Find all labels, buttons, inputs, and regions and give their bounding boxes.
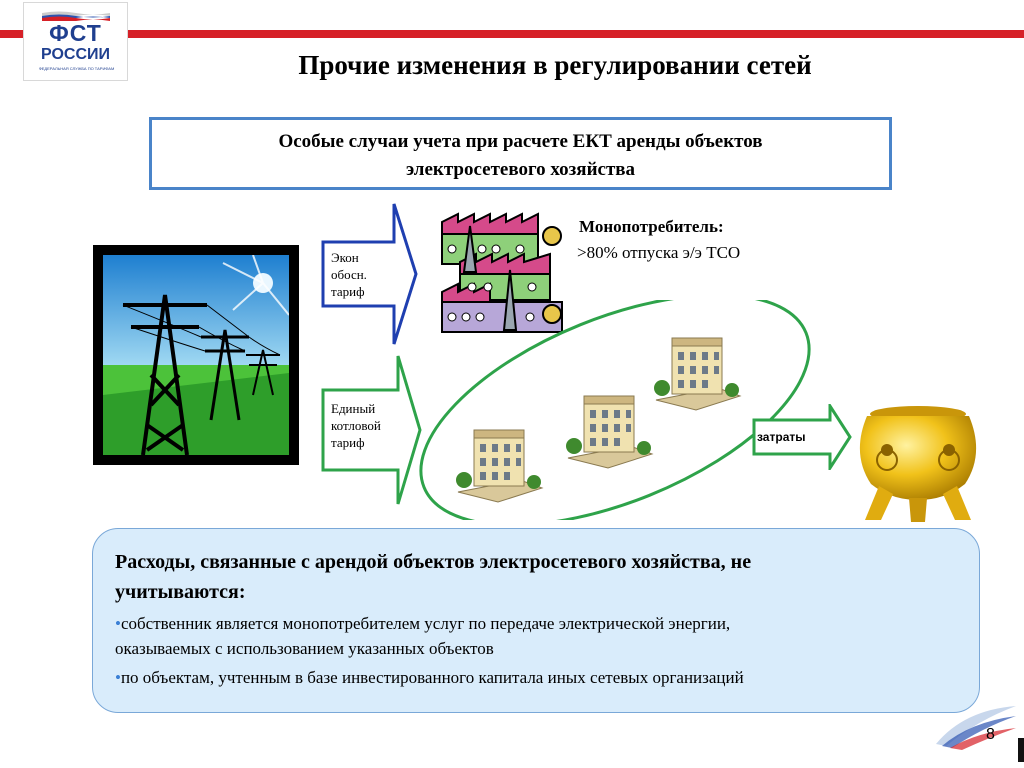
header-line-2: электросетевого хозяйства (405, 159, 636, 180)
bullet-marker: • (115, 614, 121, 633)
bottom-title: Расходы, связанные с арендой объектов эл… (115, 551, 752, 603)
logo-fst-text: ФСТ (49, 20, 102, 46)
cost-arrow-label: затраты (757, 430, 806, 444)
logo-subtitle: ФЕДЕРАЛЬНАЯ СЛУЖБА ПО ТАРИФАМ (38, 66, 115, 71)
top-red-bar (0, 30, 1024, 38)
slide-title: Прочие изменения в регулировании сетей (298, 50, 812, 80)
page-number: 8 (986, 726, 995, 743)
upper-arrow-label: Экон обосн. тариф (331, 250, 367, 299)
mono-consumer-subtitle: >80% отпуска э/э ТСО (577, 243, 741, 262)
lower-arrow-label: Единый котловой тариф (331, 401, 381, 450)
flag-icon (42, 11, 110, 21)
bullet-item-2: •по объектам, учтенным в базе инвестиров… (115, 668, 744, 687)
golden-pot-icon (859, 406, 977, 522)
apartment-building-icon (560, 388, 658, 470)
upper-arrow (321, 203, 418, 345)
cost-arrow (752, 404, 852, 470)
bullet-marker: • (115, 668, 121, 687)
factory-icon (440, 212, 564, 334)
power-lines-icon (103, 255, 289, 455)
apartment-building-icon (648, 330, 746, 412)
swoosh-icon (936, 706, 1016, 750)
green-ellipse (419, 300, 811, 520)
corner-mark (1018, 738, 1024, 762)
mono-consumer-title: Монопотребитель: (579, 217, 724, 236)
apartment-building-icon (450, 422, 548, 504)
logo-russia-text: РОССИИ (40, 46, 110, 63)
header-box: Особые случаи учета при расчете ЕКТ арен… (149, 117, 892, 190)
bullet-item-1: •собственник является монопотребителем у… (115, 614, 731, 658)
lower-arrow (321, 355, 422, 505)
power-lines-picture (93, 245, 299, 465)
header-line-1: Особые случаи учета при расчете ЕКТ арен… (278, 131, 763, 152)
fst-logo: ФСТ РОССИИ ФЕДЕРАЛЬНАЯ СЛУЖБА ПО ТАРИФАМ (23, 2, 128, 81)
bottom-info-box: Расходы, связанные с арендой объектов эл… (92, 528, 980, 713)
